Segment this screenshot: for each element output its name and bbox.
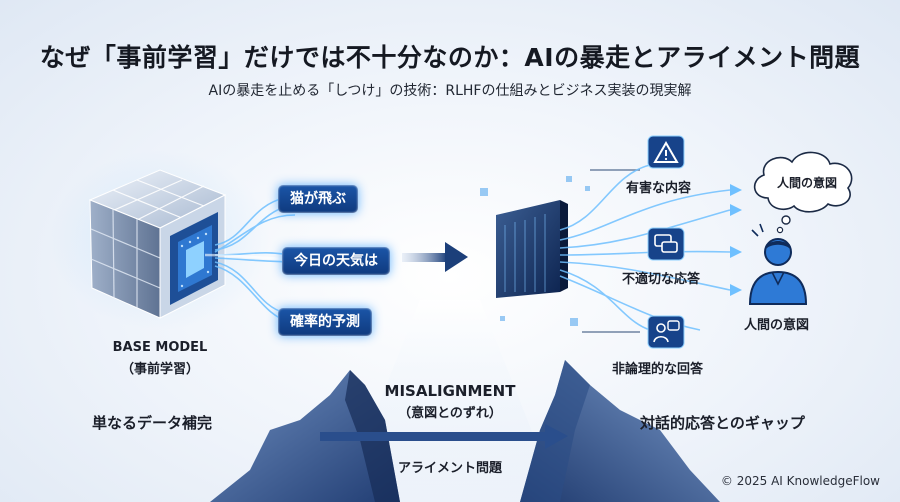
right-caption: 対話的応答とのギャップ [640, 414, 805, 432]
base-model-sublabel: （事前学習） [120, 362, 199, 377]
input-pill-cat: 猫が飛ぶ [278, 185, 358, 213]
output-harmful: 有害な内容 [626, 181, 692, 196]
thought-bubble [753, 151, 853, 234]
page-title: なぜ「事前学習」だけでは不十分なのか：AIの暴走とアライメント問題 [39, 43, 861, 72]
misalignment-label: MISALIGNMENT [384, 382, 516, 400]
thought-bubble-text: 人間の意図 [777, 176, 838, 190]
base-model-label: BASE MODEL [112, 340, 208, 355]
aligned-model-panel [480, 169, 640, 333]
copyright: © 2025 AI KnowledgeFlow [720, 474, 880, 488]
page-subtitle: AIの暴走を止める「しつけ」の技術：RLHFの仕組みとビジネス実装の現実解 [208, 83, 692, 99]
person-label: 人間の意図 [744, 318, 810, 333]
warning-icon [647, 135, 685, 169]
person-icon [748, 223, 808, 305]
light-beam [340, 300, 560, 502]
input-pill-weather: 今日の天気は [282, 247, 390, 275]
output-inappropriate: 不適切な応答 [622, 272, 701, 287]
output-illogical: 非論理的な回答 [612, 362, 704, 377]
alignment-problem-label: アライメント問題 [397, 461, 502, 476]
input-pill-prediction: 確率的予測 [278, 308, 372, 336]
base-model-cube [50, 150, 270, 330]
misalignment-sublabel: （意図とのずれ） [398, 406, 502, 421]
right-flow-arrowheads [730, 184, 742, 296]
gap-arrow [320, 424, 568, 449]
confused-person-icon [647, 315, 685, 349]
left-caption: 単なるデータ補完 [92, 414, 213, 432]
right-flow-lines [559, 164, 731, 331]
chat-bubble-icon [647, 227, 685, 261]
transition-arrow [402, 242, 468, 272]
